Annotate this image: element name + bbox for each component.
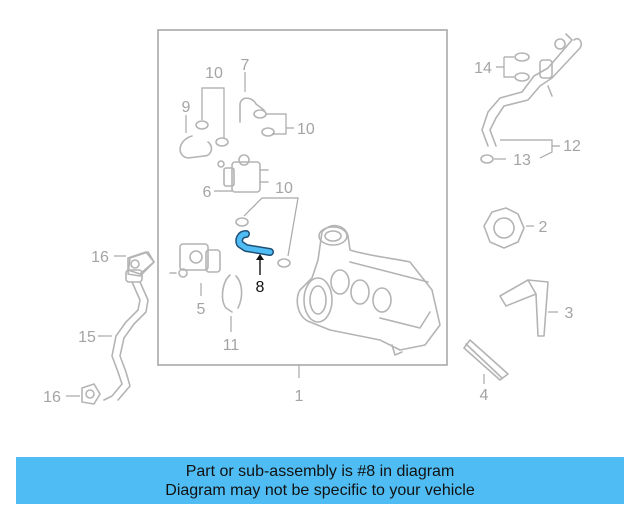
part-8-hose-fill (236, 231, 273, 255)
callout-11: 11 (223, 337, 240, 354)
part-11-hose (221, 274, 243, 313)
callout-1: 1 (295, 388, 304, 405)
callout-16-bottom: 16 (43, 389, 61, 406)
part-9-hose (179, 135, 213, 159)
callout-5: 5 (197, 301, 206, 318)
part-4-bracket (463, 339, 509, 381)
info-banner: Part or sub-assembly is #8 in diagram Di… (16, 457, 624, 504)
callout-9: 9 (182, 99, 191, 116)
part-2-gasket (483, 207, 525, 249)
part-15-pipe (103, 251, 155, 401)
callout-16-top: 16 (91, 249, 109, 266)
part-16-gasket-bottom (81, 383, 101, 405)
callout-13: 13 (513, 152, 531, 169)
callout-14: 14 (474, 60, 492, 77)
part-6-valve (217, 154, 269, 193)
banner-line-1: Part or sub-assembly is #8 in diagram (185, 462, 455, 480)
part-10-clamps (195, 109, 291, 268)
callout-10-right: 10 (297, 121, 315, 138)
assembly-frame (157, 29, 448, 366)
callout-12: 12 (563, 138, 581, 155)
part-5-valve (169, 243, 221, 278)
part-12-pipe (481, 33, 583, 147)
callout-4: 4 (480, 387, 489, 404)
callout-7: 7 (241, 57, 250, 74)
part-14-seal-b (514, 72, 530, 82)
banner-line-2: Diagram may not be specific to your vehi… (165, 481, 475, 499)
callout-10-mid: 10 (275, 180, 293, 197)
part-16-gasket-top (127, 251, 155, 275)
part-7-hose (239, 97, 265, 123)
part-13-seal (480, 154, 494, 164)
callout-15: 15 (78, 329, 96, 346)
callout-8: 8 (256, 279, 265, 296)
callout-6: 6 (203, 184, 212, 201)
callout-3: 3 (565, 305, 574, 322)
turbocharger-manifold (296, 224, 441, 356)
callout-10-top: 10 (205, 65, 223, 82)
part-3-bracket (499, 279, 549, 337)
callout-2: 2 (539, 219, 548, 236)
part-14-seal-a (514, 52, 530, 62)
